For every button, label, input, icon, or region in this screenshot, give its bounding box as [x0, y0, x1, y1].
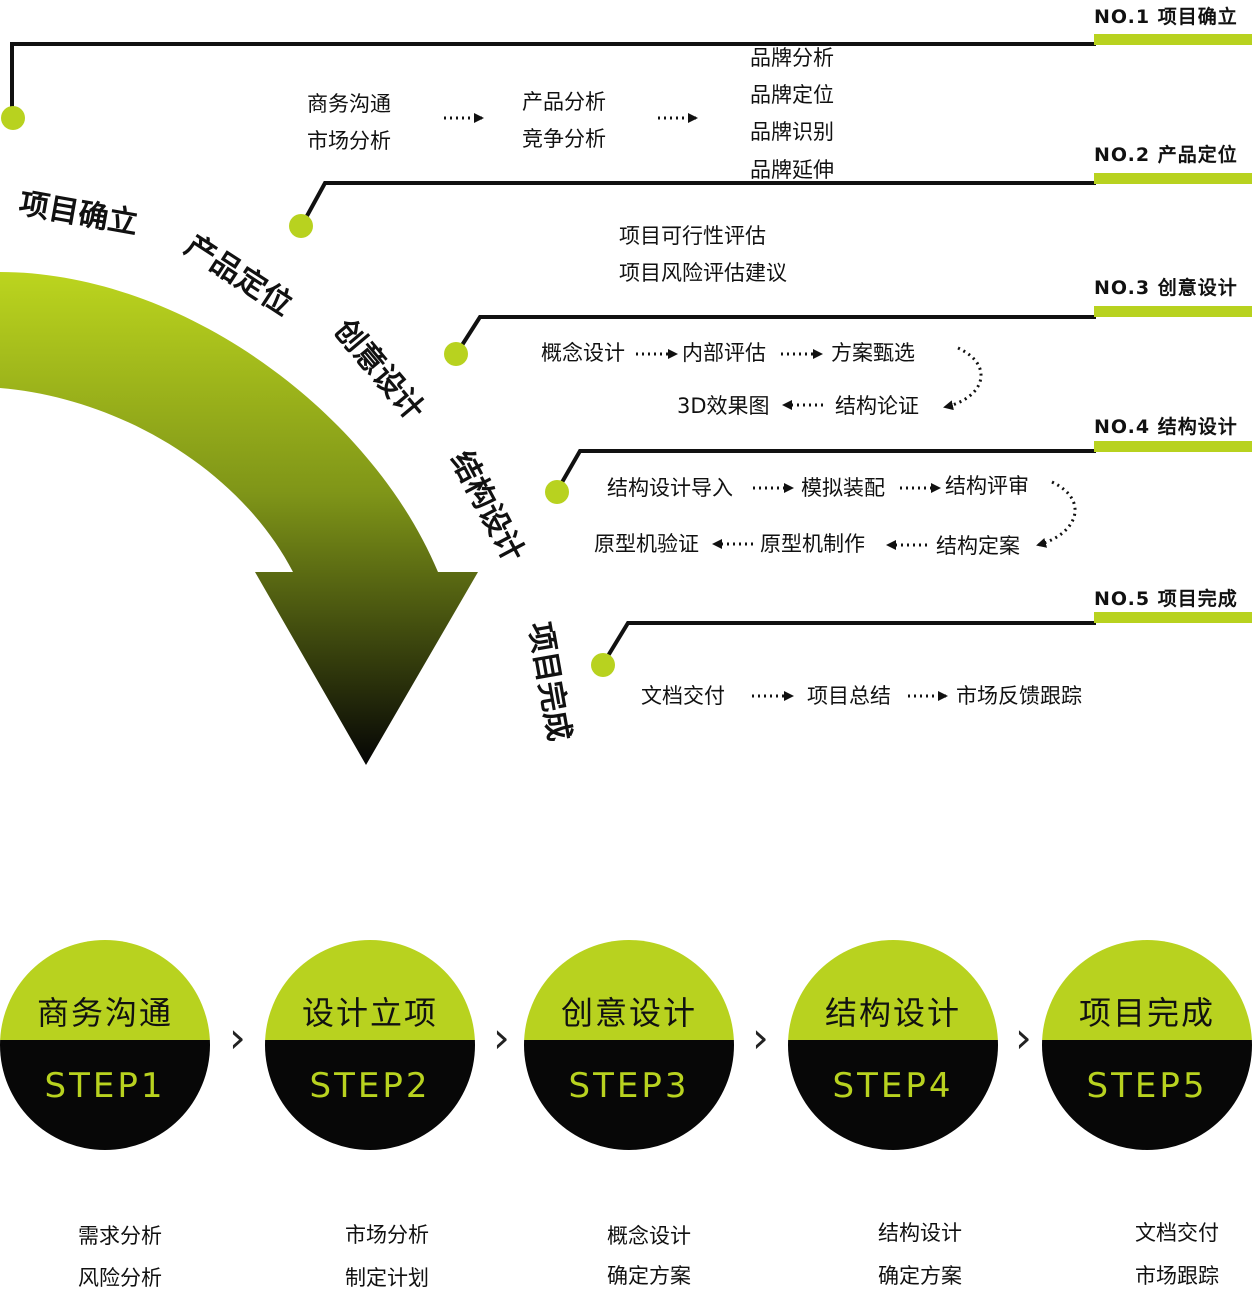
no-label-3: NO.3 创意设计 [1094, 277, 1238, 299]
step-sub-item: 风险分析 [78, 1266, 162, 1290]
s5-item: 项目总结 [807, 684, 891, 708]
curved-arrow [0, 272, 478, 765]
s1-item: 品牌识别 [750, 120, 834, 144]
s2-item: 项目可行性评估 [619, 224, 766, 248]
step-sub-item: 确定方案 [878, 1264, 962, 1288]
s4-item: 模拟装配 [801, 476, 885, 500]
s2-item: 项目风险评估建议 [619, 261, 787, 285]
step-sub-item: 概念设计 [607, 1224, 691, 1248]
s5-item: 文档交付 [641, 684, 725, 708]
s4-item: 结构评审 [945, 474, 1029, 498]
step-sub-item: 制定计划 [345, 1266, 429, 1290]
flow-arrow-s3-curve [943, 346, 983, 411]
node-dot-4 [545, 480, 569, 504]
node-dot-5 [591, 653, 615, 677]
flow-arrow-s4-curve [1036, 480, 1077, 548]
step-circle-3: 创意设计 STEP3 [524, 940, 734, 1150]
step-circle-2: 设计立项 STEP2 [265, 940, 475, 1150]
step-number: STEP3 [568, 1066, 690, 1106]
step-number: STEP4 [832, 1066, 954, 1106]
step-number: STEP1 [44, 1066, 166, 1106]
no-label-4: NO.4 结构设计 [1094, 416, 1238, 438]
step-circle-5: 项目完成 STEP5 [1042, 940, 1252, 1150]
step-sub-item: 文档交付 [1135, 1221, 1219, 1245]
step-sub-item: 市场跟踪 [1135, 1264, 1219, 1288]
s1-item: 品牌定位 [750, 83, 834, 107]
no-bar-4 [1094, 441, 1252, 452]
no-bar-1 [1094, 34, 1252, 45]
step-title: 设计立项 [301, 994, 438, 1032]
no-bar-5 [1094, 612, 1252, 623]
s1-item: 竞争分析 [522, 127, 606, 151]
connector-line-2 [300, 181, 1096, 226]
step-circle-4: 结构设计 STEP4 [788, 940, 998, 1150]
connector-line-1 [10, 42, 1096, 118]
step-circle-1: 商务沟通 STEP1 [0, 940, 210, 1150]
no-label-5: NO.5 项目完成 [1094, 588, 1238, 610]
step-title: 项目完成 [1078, 994, 1215, 1032]
step-sub-item: 市场分析 [345, 1223, 429, 1247]
s4-item: 原型机制作 [760, 532, 865, 556]
node-dot-1 [1, 106, 25, 130]
connector-line-4 [555, 449, 1096, 492]
chevron-right-icon: › [752, 1013, 769, 1062]
chevron-right-icon: › [229, 1013, 246, 1062]
s3-item: 内部评估 [682, 341, 766, 365]
connector-line-3 [455, 315, 1096, 355]
s3-item: 3D效果图 [677, 394, 770, 418]
no-bar-2 [1094, 173, 1252, 184]
s1-item: 品牌延伸 [750, 158, 834, 182]
s1-item: 市场分析 [307, 129, 391, 153]
step-sub-item: 需求分析 [78, 1224, 162, 1248]
step-number: STEP5 [1086, 1066, 1208, 1106]
s1-item: 产品分析 [522, 90, 606, 114]
node-dot-3 [444, 342, 468, 366]
step-title: 商务沟通 [36, 994, 173, 1032]
node-dot-2 [289, 214, 313, 238]
step-title: 结构设计 [824, 994, 961, 1032]
s4-item: 结构定案 [936, 534, 1020, 558]
chevron-right-icon: › [493, 1013, 510, 1062]
s4-item: 结构设计导入 [607, 476, 733, 500]
no-bar-3 [1094, 306, 1252, 317]
no-label-1: NO.1 项目确立 [1094, 6, 1238, 28]
step-number: STEP2 [309, 1066, 431, 1106]
step-sub-item: 确定方案 [607, 1264, 691, 1288]
s4-item: 原型机验证 [594, 532, 699, 556]
s1-item: 品牌分析 [750, 46, 834, 70]
step-title: 创意设计 [560, 994, 697, 1032]
s5-item: 市场反馈跟踪 [956, 684, 1082, 708]
step-sub-item: 结构设计 [878, 1221, 962, 1245]
s1-item: 商务沟通 [307, 92, 391, 116]
chevron-right-icon: › [1015, 1013, 1032, 1062]
no-label-2: NO.2 产品定位 [1094, 144, 1238, 166]
s3-item: 概念设计 [541, 341, 625, 365]
s3-item: 结构论证 [835, 394, 919, 418]
connector-line-5 [601, 621, 1096, 666]
s3-item: 方案甄选 [831, 341, 915, 365]
